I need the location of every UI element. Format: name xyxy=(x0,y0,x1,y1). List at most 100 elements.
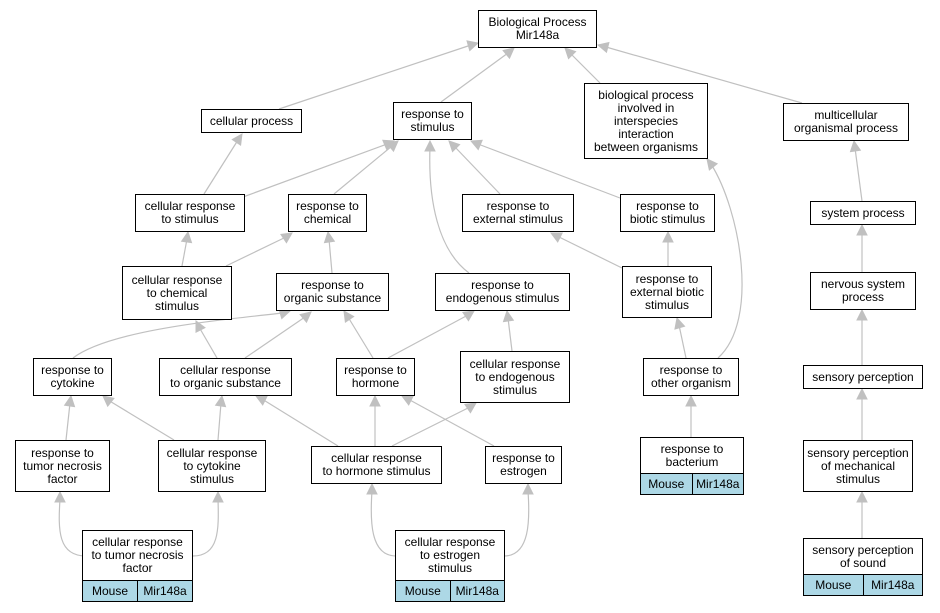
node-label: sensory perception of sound xyxy=(812,542,914,570)
node-system-process[interactable]: system process xyxy=(810,201,916,225)
node-label: system process xyxy=(821,205,905,220)
edge xyxy=(217,402,222,441)
arrowhead-icon xyxy=(195,320,206,333)
arrowhead-icon xyxy=(212,490,224,503)
node-label: response to tumor necrosis factor xyxy=(23,445,102,486)
node-response-to-other-organism[interactable]: response to other organism xyxy=(643,358,739,396)
arrowhead-icon xyxy=(102,395,115,408)
edge xyxy=(507,317,513,352)
arrowhead-icon xyxy=(849,139,862,153)
node-response-to-organic-substance[interactable]: response to organic substance xyxy=(276,273,389,311)
arrowhead-icon xyxy=(54,490,66,503)
node-cellular-response-to-organic-substance[interactable]: cellular response to organic substance xyxy=(159,358,292,396)
node-sensory-perception[interactable]: sensory perception xyxy=(803,365,923,389)
arrowhead-icon xyxy=(564,47,577,60)
arrowhead-icon xyxy=(469,139,483,151)
node-cellular-process[interactable]: cellular process xyxy=(201,109,302,133)
node-cellular-response-to-cytokine-stimulus[interactable]: cellular response to cytokine stimulus xyxy=(158,440,266,492)
node-cellular-response-to-endogenous-stimulus[interactable]: cellular response to endogenous stimulus xyxy=(460,351,570,403)
node-sensory-perception-of-mechanical-stimulus[interactable]: sensory perception of mechanical stimulu… xyxy=(803,440,913,492)
edge xyxy=(678,324,687,359)
arrowhead-icon xyxy=(369,394,381,407)
node-label: cellular response to hormone stimulus xyxy=(322,451,431,478)
edge xyxy=(181,238,188,267)
edge xyxy=(503,490,530,557)
node-cellular-response-to-chemical-stimulus[interactable]: cellular response to chemical stimulus xyxy=(122,266,232,320)
arrowhead-icon xyxy=(550,232,563,243)
node-label: response to estrogen xyxy=(492,451,555,478)
arrowhead-icon xyxy=(674,316,686,330)
node-response-to-external-stimulus[interactable]: response to external stimulus xyxy=(462,194,574,232)
node-label: biological process involved in interspec… xyxy=(593,87,699,154)
node-label: cellular response to chemical stimulus xyxy=(131,272,223,313)
edge xyxy=(854,147,863,202)
arrowhead-icon xyxy=(462,310,475,322)
edge xyxy=(198,326,218,359)
arrowhead-icon xyxy=(386,140,399,153)
arrowhead-icon xyxy=(856,387,868,400)
node-biological-process[interactable]: Biological Process Mir148a xyxy=(478,10,597,48)
edge xyxy=(261,398,339,447)
arrowhead-icon xyxy=(343,310,355,323)
edge xyxy=(387,314,469,359)
species-tag: Mouse xyxy=(396,581,450,601)
node-response-to-external-biotic-stimulus[interactable]: response to external biotic stimulus xyxy=(622,266,712,318)
node-label: response to cytokine xyxy=(41,363,104,390)
node-tags: Mouse Mir148a xyxy=(396,580,504,601)
node-response-to-stimulus[interactable]: response to stimulus xyxy=(393,102,472,140)
arrowhead-icon xyxy=(231,133,243,146)
node-cellular-response-to-estrogen-stimulus[interactable]: cellular response to estrogen stimulus M… xyxy=(395,530,505,602)
node-response-to-tumor-necrosis-factor[interactable]: response to tumor necrosis factor xyxy=(15,440,110,492)
edge xyxy=(407,398,495,447)
edge xyxy=(440,52,509,103)
node-cellular-response-to-hormone-stimulus[interactable]: cellular response to hormone stimulus xyxy=(311,446,442,484)
node-response-to-estrogen[interactable]: response to estrogen xyxy=(485,446,562,484)
node-response-to-cytokine[interactable]: response to cytokine xyxy=(33,358,112,396)
node-label: response to chemical xyxy=(296,199,359,226)
arrowhead-icon xyxy=(299,311,312,324)
node-label: cellular response to estrogen stimulus xyxy=(404,535,496,575)
edge xyxy=(107,399,175,441)
species-tag: Mouse xyxy=(804,575,863,595)
edge xyxy=(242,143,388,198)
edge xyxy=(429,146,470,274)
arrowhead-icon xyxy=(255,395,268,406)
node-label: response to external biotic stimulus xyxy=(629,271,705,312)
node-cellular-response-to-stimulus[interactable]: cellular response to stimulus xyxy=(135,194,245,232)
arrowhead-icon xyxy=(214,394,227,408)
edge xyxy=(605,46,803,104)
arrowhead-icon xyxy=(856,223,868,236)
node-response-to-endogenous-stimulus[interactable]: response to endogenous stimulus xyxy=(435,273,570,311)
node-nervous-system-process[interactable]: nervous system process xyxy=(810,272,916,310)
edge xyxy=(391,406,471,447)
edge xyxy=(453,145,501,195)
edge xyxy=(333,145,393,195)
node-label: cellular response to stimulus xyxy=(144,199,236,226)
node-label: response to endogenous stimulus xyxy=(445,278,560,305)
edge xyxy=(192,498,219,557)
node-response-to-bacterium[interactable]: response to bacterium Mouse Mir148a xyxy=(640,437,744,495)
node-label: nervous system process xyxy=(820,277,906,304)
arrowhead-icon xyxy=(280,232,293,244)
arrowhead-icon xyxy=(464,402,477,414)
node-sensory-perception-of-sound[interactable]: sensory perception of sound Mouse Mir148… xyxy=(803,538,923,596)
edge xyxy=(58,498,87,557)
node-tags: Mouse Mir148a xyxy=(83,580,192,601)
edge xyxy=(225,236,287,267)
node-label: Biological Process Mir148a xyxy=(488,15,587,42)
arrowhead-icon xyxy=(180,230,193,244)
arrowhead-icon xyxy=(662,230,674,243)
node-label: cellular response to endogenous stimulus xyxy=(469,356,561,397)
arrowhead-icon xyxy=(448,140,461,153)
node-cellular-response-to-tumor-necrosis-factor[interactable]: cellular response to tumor necrosis fact… xyxy=(82,530,193,602)
node-label: response to external stimulus xyxy=(472,199,564,226)
arrowhead-icon xyxy=(466,40,480,52)
species-tag: Mouse xyxy=(83,581,137,601)
edge xyxy=(278,44,472,110)
node-response-to-hormone[interactable]: response to hormone xyxy=(336,358,415,396)
node-multicellular-organismal-process[interactable]: multicellular organismal process xyxy=(783,103,909,141)
node-label: cellular process xyxy=(209,113,294,128)
node-biological-process-interspecies[interactable]: biological process involved in interspec… xyxy=(584,83,708,159)
node-response-to-biotic-stimulus[interactable]: response to biotic stimulus xyxy=(620,194,715,232)
node-response-to-chemical[interactable]: response to chemical xyxy=(288,194,367,232)
